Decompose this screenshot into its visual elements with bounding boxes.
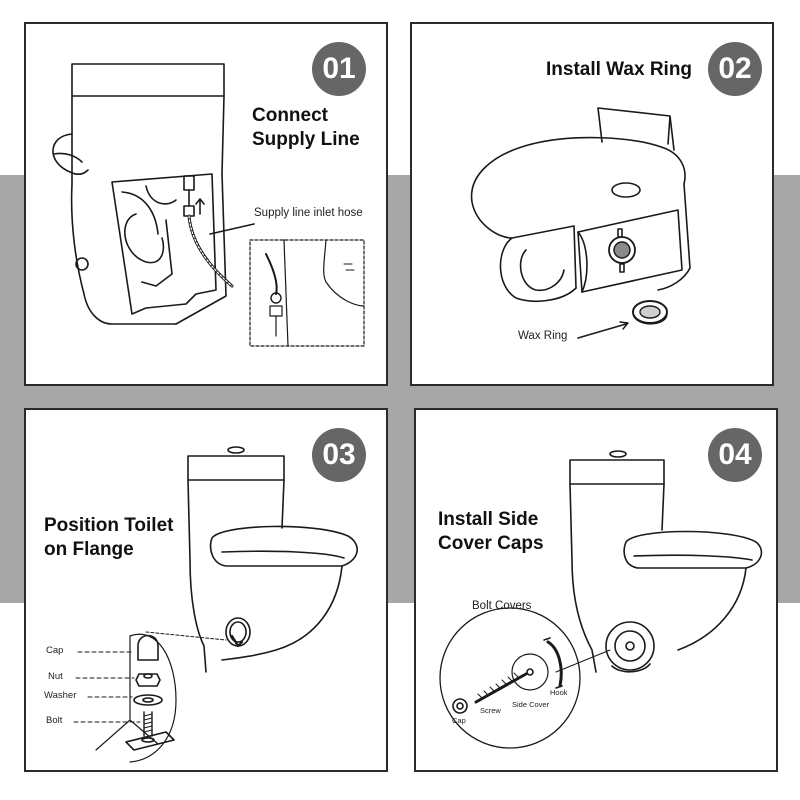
nut-label: Nut — [48, 671, 63, 682]
step-number-badge: 02 — [708, 42, 762, 96]
step-title: Install Side Cover Caps — [438, 508, 544, 556]
step-title-line: Install Side — [438, 509, 539, 530]
step-04-panel: 04 Install Side Cover Caps Bolt Covers C… — [414, 408, 778, 772]
step-title-line: Position Toilet — [44, 515, 174, 536]
step-title: Install Wax Ring — [546, 58, 692, 82]
toilet-rear-cutaway-illustration — [52, 63, 365, 347]
cap-label: Cap — [452, 716, 466, 725]
washer-label: Washer — [44, 690, 77, 701]
step-title-line: Connect — [252, 105, 328, 126]
toilet-flange-bolt-illustration — [73, 446, 358, 763]
step-number-badge: 01 — [312, 42, 366, 96]
bolt-covers-label: Bolt Covers — [472, 600, 532, 612]
step-01-panel: 01 Connect Supply Line Supply line inlet… — [24, 22, 388, 386]
step-title: Position Toilet on Flange — [44, 514, 173, 562]
step-number-badge: 03 — [312, 428, 366, 482]
step-title-line: Supply Line — [252, 129, 360, 150]
step-title-line: Install Wax Ring — [546, 59, 693, 80]
side-cover-label: Side Cover — [512, 700, 550, 709]
screw-label: Screw — [480, 706, 501, 715]
toilet-underside-wax-ring-illustration — [470, 107, 691, 339]
supply-line-inlet-hose-label: Supply line inlet hose — [254, 207, 363, 219]
step-title: Connect Supply Line — [252, 104, 360, 152]
wax-ring-label: Wax Ring — [518, 330, 568, 342]
step-03-panel: 03 Position Toilet on Flange Cap Nut Was… — [24, 408, 388, 772]
step-number-badge: 04 — [708, 428, 762, 482]
step-02-panel: 02 Install Wax Ring Wax Ring — [410, 22, 774, 386]
step-title-line: Cover Caps — [438, 533, 544, 554]
hook-label: Hook — [550, 688, 568, 697]
toilet-side-cover-illustration — [439, 450, 763, 749]
bolt-label: Bolt — [46, 715, 63, 726]
step-title-line: on Flange — [44, 539, 134, 560]
cap-label: Cap — [46, 645, 64, 656]
